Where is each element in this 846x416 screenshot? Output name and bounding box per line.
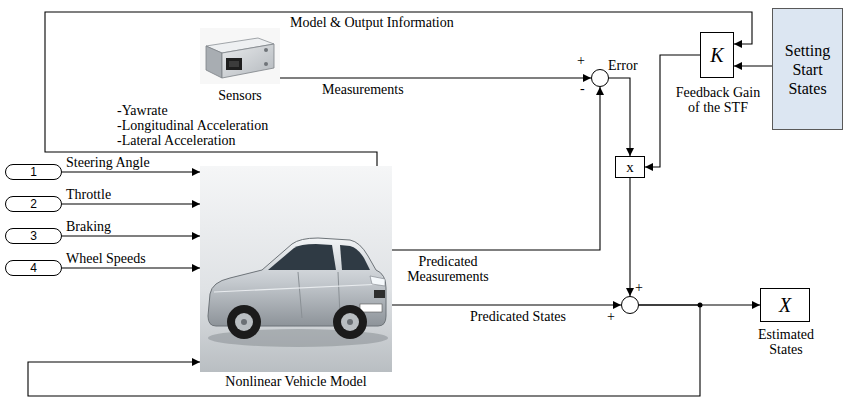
node-label: x [626,159,634,175]
node-caption: -Lateral Acceleration [117,133,236,148]
signal-arrow [734,65,772,66]
node-caption: + [577,53,585,68]
node-label: 3 [30,229,37,243]
summing-junction: +- [591,69,609,87]
sensor-picture [200,28,280,84]
node-caption: - [580,81,585,96]
node-label: 1 [30,165,37,179]
node-label: X [779,294,791,316]
input-port: 1 [5,164,62,180]
signal-label: Predicated Measurements [398,254,498,284]
node-label: 2 [30,197,37,211]
vehicle-model: Nonlinear Vehicle Model [200,166,392,372]
node-label: Setting Start States [777,41,838,98]
signal-label: Measurements [322,82,404,97]
signal-label: Predicated States [470,309,566,324]
signal-arrow [62,235,200,236]
node-caption: -Longitudinal Acceleration [117,118,268,133]
signal-label: Braking [66,219,111,234]
gain-box: KFeedback Gain of the STF [700,32,734,78]
input-port: 4 [5,260,62,276]
output-box: XEstimated States [760,288,810,322]
signal-arrow [392,304,621,305]
signal-arrow [392,87,600,250]
input-port: 2 [5,196,62,212]
node-caption: Sensors [200,88,280,103]
input-port: 3 [5,228,62,244]
node-caption: Nonlinear Vehicle Model [190,374,402,389]
sensor-unit: Sensors-Yawrate-Longitudinal Acceleratio… [200,28,280,84]
process-box: Setting Start States [772,8,843,130]
vehicle-picture [200,166,392,372]
node-label: K [710,44,723,66]
signal-arrow [62,171,200,172]
signal-label: Error [608,58,638,73]
signal-label: Steering Angle [66,155,150,170]
summing-junction: ++ [621,296,639,314]
signal-arrow [62,203,200,204]
node-caption: + [607,309,615,324]
signal-arrow [45,12,752,166]
node-caption: -Yawrate [117,103,168,118]
signal-arrow [62,267,200,268]
multiplier-box: x [615,156,645,178]
signal-arrow [629,178,630,296]
signal-label: Throttle [66,187,111,202]
node-caption: Estimated States [746,327,826,357]
node-caption: + [635,280,643,295]
signal-arrow [609,78,630,156]
signal-arrow [280,77,591,78]
node-label: 4 [30,261,37,275]
node-caption: Feedback Gain of the STF [670,85,766,115]
signal-label: Model & Output Information [290,15,454,30]
signal-arrow [28,305,700,396]
signal-label: Wheel Speeds [66,251,146,266]
